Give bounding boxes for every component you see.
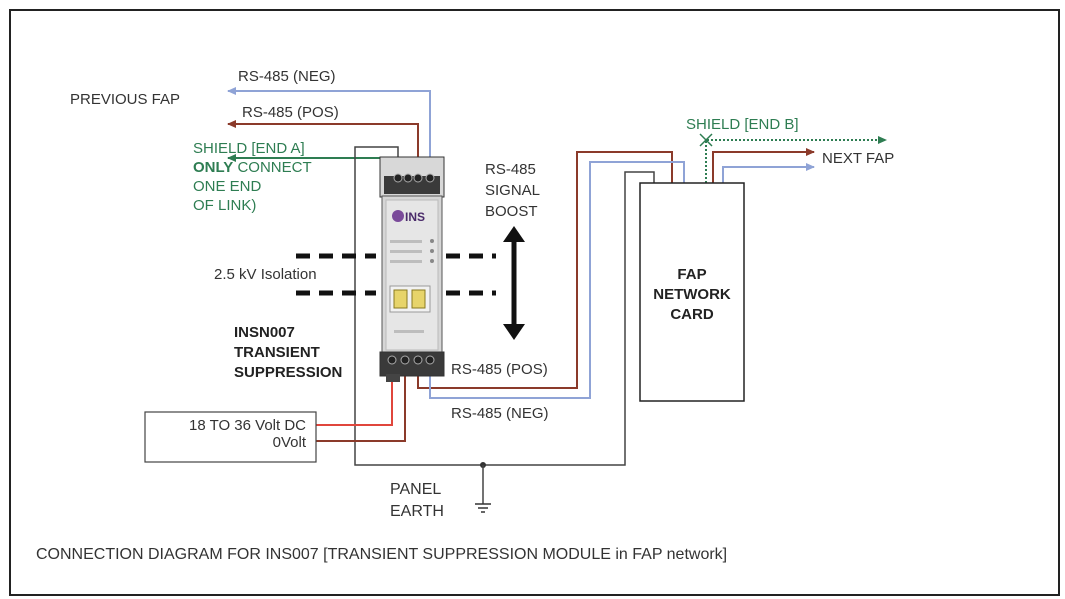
only-emphasis: ONLY	[193, 159, 233, 176]
previous-fap-label: PREVIOUS FAP	[70, 91, 180, 108]
module-name-line-3: SUPPRESSION	[234, 364, 342, 381]
supply-voltage-label: 18 TO 36 Volt DC	[189, 417, 306, 434]
module-logo: INS	[405, 210, 425, 224]
connect-text: CONNECT	[233, 159, 311, 176]
rs485-pos-top-label: RS-485 (POS)	[242, 104, 339, 121]
rs485-neg-wire-previous	[227, 87, 431, 178]
fap-card-label-3: CARD	[670, 306, 713, 323]
of-link-label: OF LINK)	[193, 197, 256, 214]
module-name-line-1: INSN007	[234, 324, 295, 341]
only-connect-label: ONLY CONNECT	[193, 159, 312, 176]
rs485-neg-bottom-label: RS-485 (NEG)	[451, 405, 549, 422]
rs485-pos-wire-card	[417, 151, 673, 389]
one-end-label: ONE END	[193, 178, 262, 195]
power-positive-wire	[316, 375, 393, 426]
ins-module-device: INS	[379, 156, 445, 382]
rs485-neg-wire-card	[429, 161, 685, 399]
shield-end-b-label: SHIELD [END B]	[686, 116, 799, 133]
fap-network-card-box	[639, 182, 745, 402]
fap-card-label-2: NETWORK	[653, 286, 731, 303]
signal-boost-label-2: SIGNAL	[485, 182, 540, 199]
signal-boost-double-arrow	[503, 226, 525, 340]
diagram-frame	[9, 9, 1060, 596]
rs485-neg-top-label: RS-485 (NEG)	[238, 68, 336, 85]
power-zero-volt-wire	[316, 375, 406, 442]
fap-card-label-1: FAP	[677, 266, 706, 283]
earth-wire-card	[483, 171, 655, 466]
zero-volt-label: 0Volt	[273, 434, 307, 451]
ground-symbol-icon	[475, 503, 491, 513]
shield-end-a-label: SHIELD [END A]	[193, 140, 305, 157]
module-name-line-2: TRANSIENT	[234, 344, 320, 361]
diagram-caption: CONNECTION DIAGRAM FOR INS007 [TRANSIENT…	[36, 546, 727, 563]
shield-cut-icon-2	[699, 133, 713, 147]
panel-earth-label-1: PANEL	[390, 481, 441, 498]
rs485-pos-bottom-label: RS-485 (POS)	[451, 361, 548, 378]
power-supply-box	[144, 411, 317, 463]
panel-earth-label-2: EARTH	[390, 503, 444, 520]
signal-boost-label-3: BOOST	[485, 203, 538, 220]
isolation-label: 2.5 kV Isolation	[214, 266, 317, 283]
rs485-pos-wire-next	[712, 148, 815, 183]
rs485-neg-wire-next	[722, 163, 815, 183]
signal-boost-label-1: RS-485	[485, 161, 536, 178]
next-fap-label: NEXT FAP	[822, 150, 894, 167]
